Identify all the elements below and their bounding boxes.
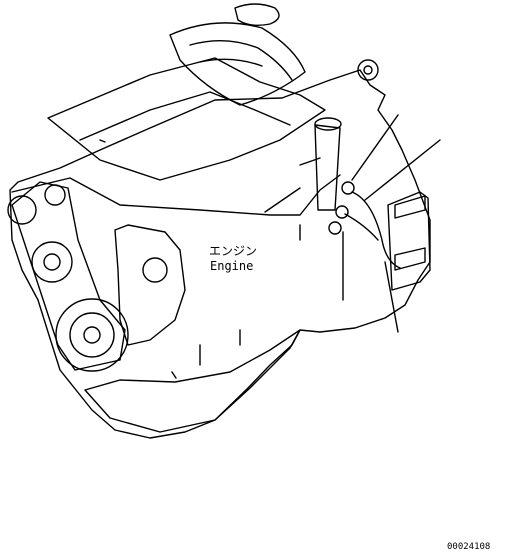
sensor-connector bbox=[335, 205, 349, 219]
timing-cover bbox=[114, 224, 186, 346]
wiring-harness bbox=[351, 191, 401, 269]
leader-line bbox=[364, 139, 441, 201]
oil-pan bbox=[84, 329, 301, 433]
idler-pulley bbox=[44, 184, 66, 206]
cover-port bbox=[142, 257, 168, 283]
leader-line bbox=[384, 261, 399, 333]
upper-pulley bbox=[7, 195, 37, 225]
side-bracket-plate bbox=[394, 195, 426, 219]
leader-line bbox=[351, 114, 399, 181]
lifting-eye bbox=[357, 59, 379, 81]
sensor-connector bbox=[341, 181, 355, 195]
bolt-mark bbox=[99, 139, 106, 143]
engine-label-jp: エンジン bbox=[209, 244, 257, 258]
crank-pulley bbox=[55, 298, 129, 372]
valve-cover-ridge bbox=[79, 91, 291, 141]
fan-belt bbox=[11, 181, 126, 371]
front-face-edge bbox=[11, 174, 341, 216]
top-bracket bbox=[234, 3, 280, 27]
lifting-eye-hole bbox=[363, 65, 373, 75]
leader-line bbox=[299, 157, 321, 166]
side-bracket bbox=[387, 191, 431, 291]
fan-pulley bbox=[31, 241, 73, 283]
dome-rib bbox=[189, 39, 293, 81]
dome-rib bbox=[199, 58, 263, 67]
valve-cover bbox=[47, 57, 326, 181]
oil-filler-cap bbox=[314, 117, 342, 131]
engine-label-en: Engine bbox=[210, 259, 253, 273]
fan-pulley-hub bbox=[43, 253, 61, 271]
crank-pulley-inner bbox=[69, 312, 115, 358]
sensor-connector bbox=[328, 221, 342, 235]
engine-block-outline bbox=[9, 69, 431, 439]
side-bracket-plate bbox=[394, 247, 426, 271]
leader-line bbox=[264, 187, 301, 213]
figure-number: 00024108 bbox=[447, 542, 490, 551]
oil-filler-tube bbox=[314, 124, 341, 211]
bolt-mark bbox=[171, 371, 177, 379]
wiring-harness bbox=[344, 213, 379, 241]
top-dome-cover bbox=[169, 22, 306, 106]
crank-pulley-hub bbox=[83, 326, 101, 344]
